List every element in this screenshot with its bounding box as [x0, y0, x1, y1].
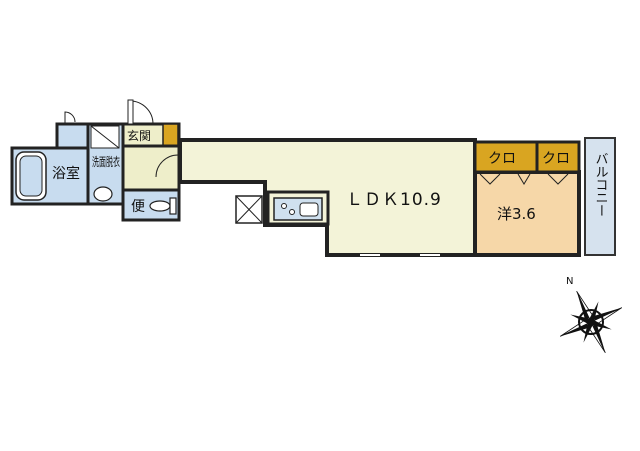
balcony: バルコニー	[584, 137, 616, 256]
western-room: 洋3.6	[473, 170, 581, 257]
balcony-label: バルコニー	[593, 152, 609, 217]
kitchen-area	[235, 190, 330, 226]
closet-2-label: クロ	[542, 151, 570, 167]
utility-box	[55, 111, 90, 150]
closet-1-label: クロ	[488, 151, 516, 167]
entrance-label: 玄関	[127, 128, 151, 143]
western-label: 洋3.6	[497, 205, 536, 223]
compass-rose: N	[559, 276, 623, 354]
washroom-label: 洗面脱衣	[92, 154, 120, 169]
bath-label: 浴室	[52, 165, 80, 182]
closet-1: クロ	[473, 140, 539, 174]
compass-north-label: N	[566, 276, 573, 287]
ldk-label: ＬＤＫ10.9	[346, 190, 442, 210]
entrance: 玄関	[121, 99, 181, 192]
washroom: 洗面脱衣	[86, 122, 125, 206]
closet-2: クロ	[535, 140, 581, 174]
toilet-room: 便	[121, 188, 181, 222]
toilet-label: 便	[131, 199, 145, 215]
bathroom: 浴室	[10, 146, 90, 206]
